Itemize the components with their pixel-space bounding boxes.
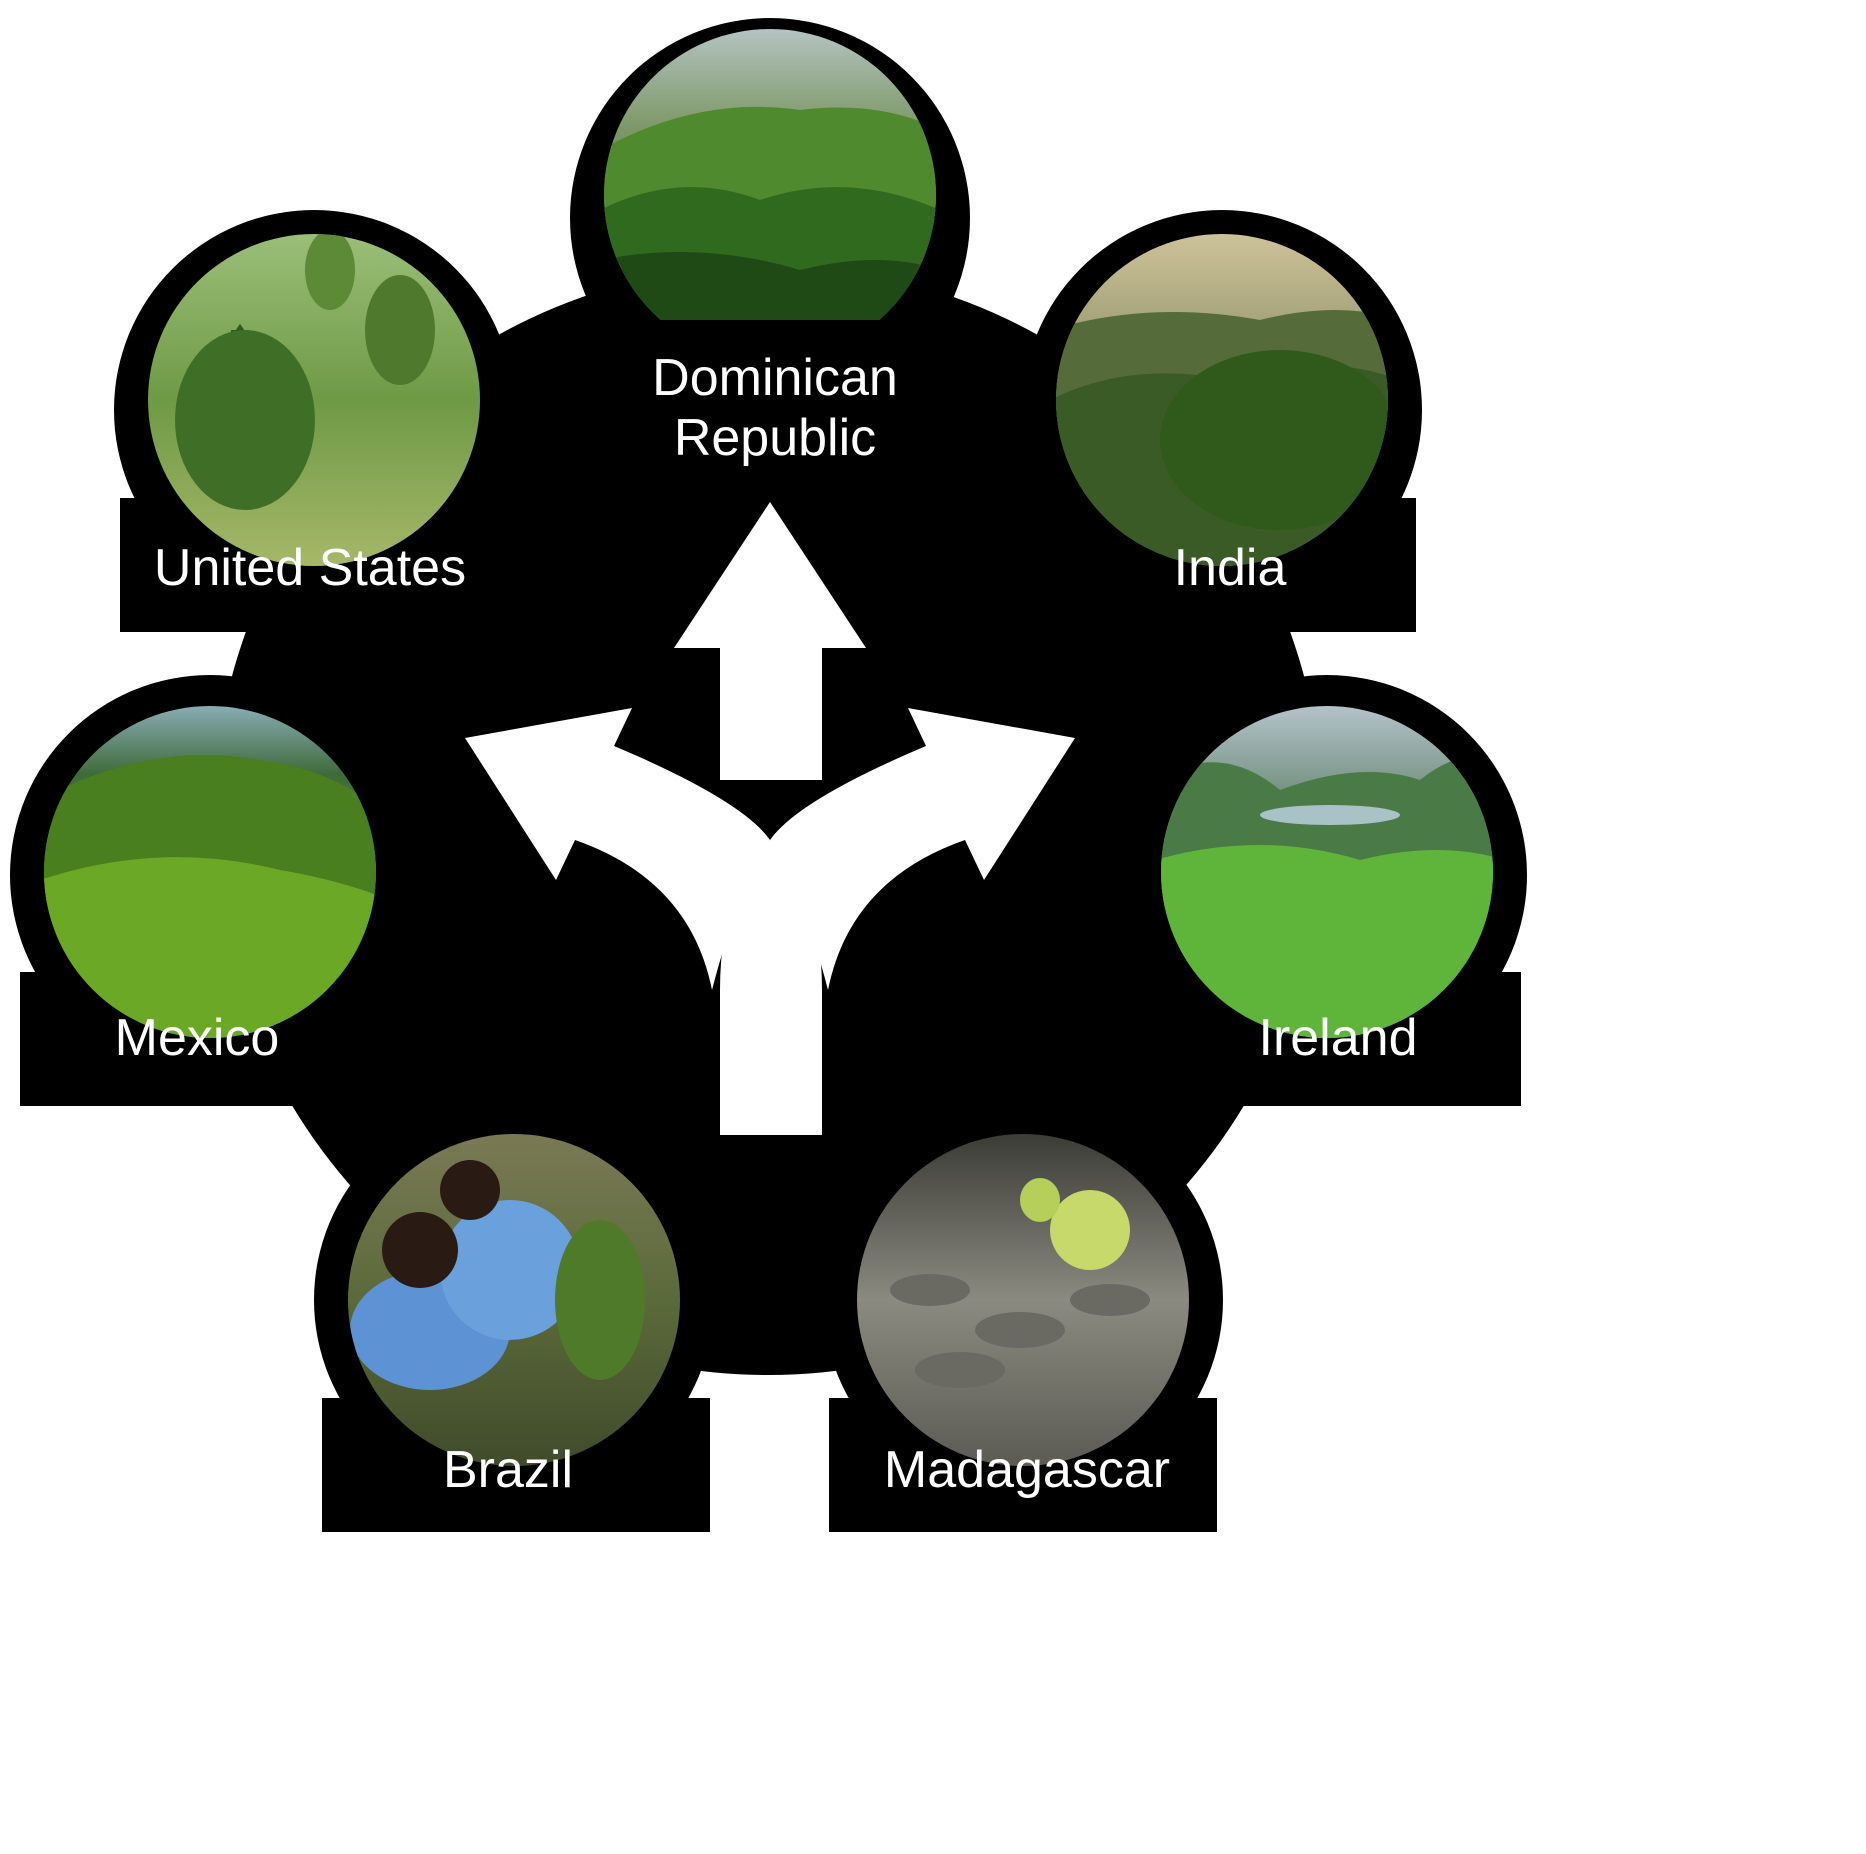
label-united-states: United States xyxy=(154,539,466,597)
label-mexico: Mexico xyxy=(115,1009,280,1067)
label-ireland: Ireland xyxy=(1259,1009,1418,1067)
label-madagascar: Madagascar xyxy=(884,1441,1170,1499)
photo-madagascar xyxy=(857,1134,1189,1466)
label-india: India xyxy=(1174,539,1287,597)
label-dominican-republic-line-2: Republic xyxy=(674,409,876,467)
three-way-split-arrows-icon xyxy=(465,502,1075,1135)
photo-ireland xyxy=(1161,706,1493,1038)
photo-united-states xyxy=(148,234,480,566)
label-dominican-republic-line-1: Dominican xyxy=(652,349,898,407)
photo-brazil xyxy=(348,1134,680,1466)
photo-dominican-republic xyxy=(604,29,936,320)
photo-india xyxy=(1056,234,1388,566)
label-brazil: Brazil xyxy=(443,1441,573,1499)
photo-mexico xyxy=(44,706,376,1038)
